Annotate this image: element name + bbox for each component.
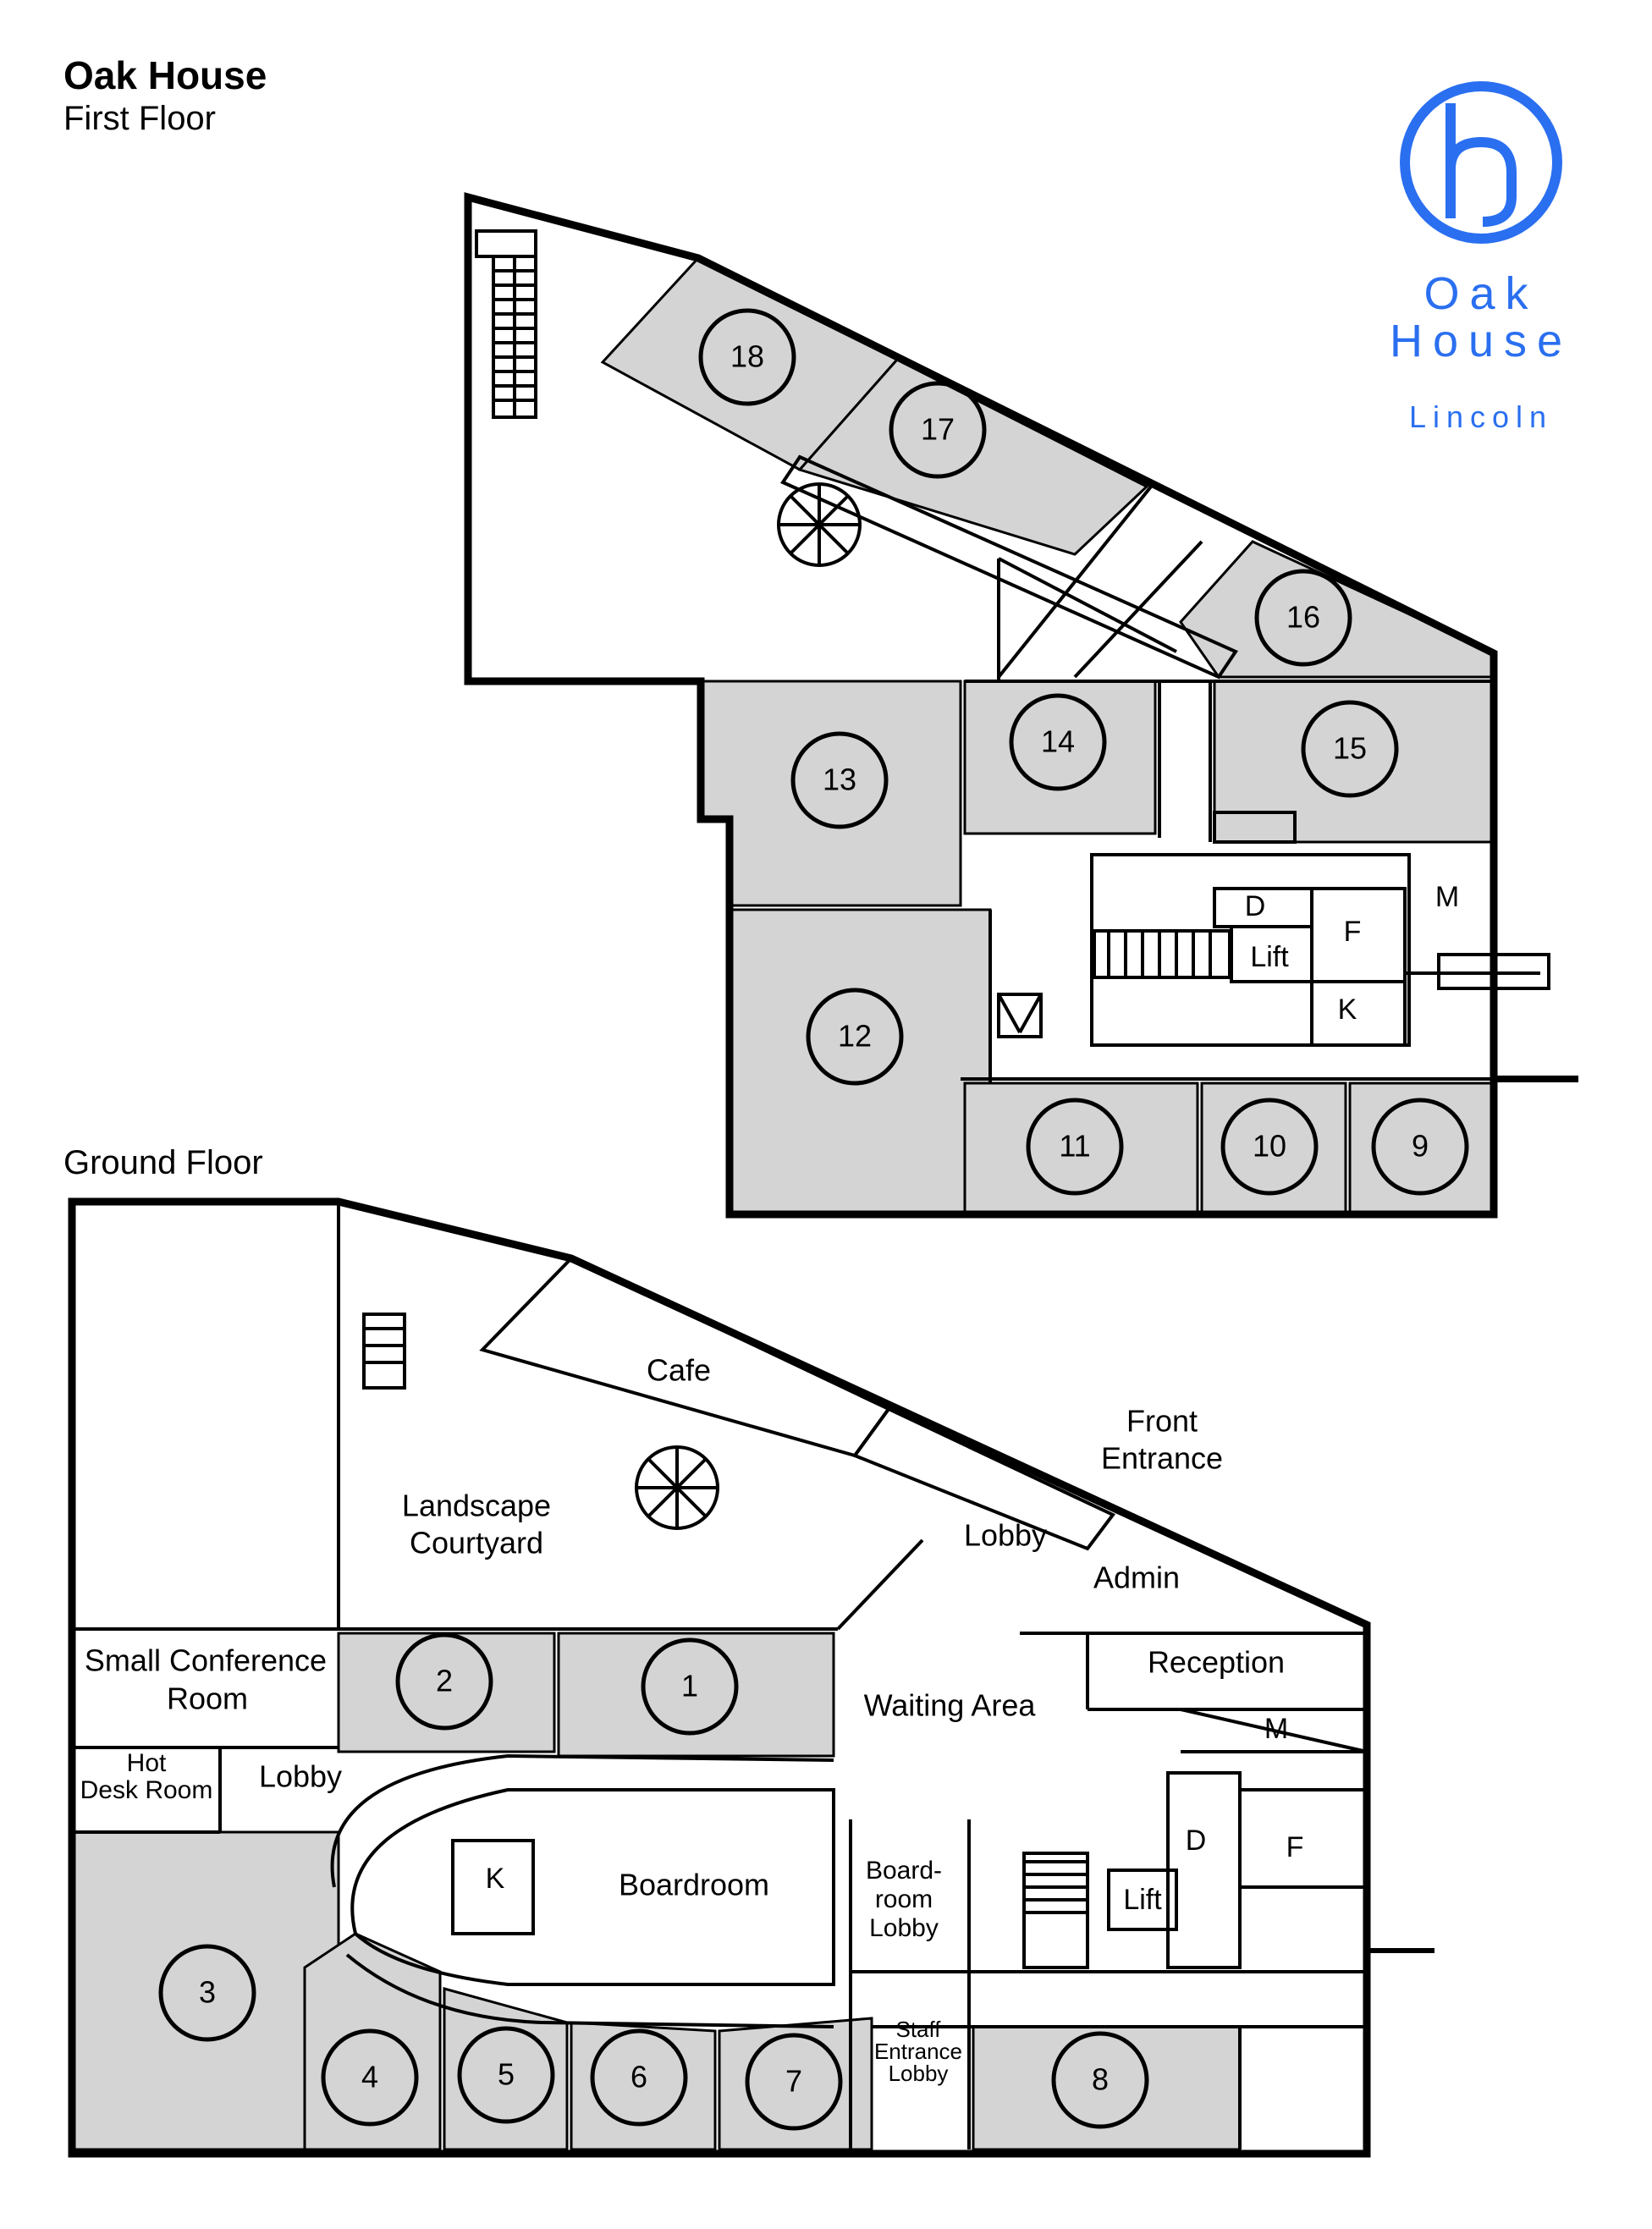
admin-label: Admin bbox=[1093, 1560, 1180, 1595]
lobby-top-label: Lobby bbox=[964, 1518, 1047, 1553]
room-18-label: 18 bbox=[730, 339, 764, 374]
ff-m-label: M bbox=[1435, 881, 1459, 913]
room-4-area bbox=[303, 1932, 442, 2151]
room-5-label: 5 bbox=[498, 2057, 515, 2092]
room-4-label: 4 bbox=[361, 2060, 378, 2094]
first-floor-heading: First Floor bbox=[63, 100, 216, 137]
hot-desk-label-1: Hot bbox=[127, 1749, 167, 1777]
front-entrance-label-1: Front bbox=[1126, 1404, 1198, 1439]
gf-m-label: M bbox=[1264, 1713, 1288, 1745]
room-7-label: 7 bbox=[785, 2064, 802, 2099]
staff-entrance-label-3: Lobby bbox=[889, 2061, 949, 2086]
cafe-label: Cafe bbox=[647, 1353, 711, 1388]
room-17-label: 17 bbox=[921, 412, 955, 447]
boardroom-lobby-label-3: Lobby bbox=[869, 1914, 939, 1942]
ff-lift-label: Lift bbox=[1250, 941, 1289, 973]
staff-entrance-label-1: Staff bbox=[895, 2017, 941, 2042]
small-conference-label-2: Room bbox=[167, 1681, 248, 1716]
room-2-label: 2 bbox=[436, 1664, 453, 1698]
boardroom-lobby-label-2: room bbox=[875, 1885, 933, 1913]
h-circle-logo-icon bbox=[1400, 81, 1562, 244]
hot-desk-label-2: Desk Room bbox=[80, 1776, 213, 1804]
gf-k-label: K bbox=[486, 1863, 505, 1895]
room-12-area bbox=[728, 908, 992, 1214]
room-1-label: 1 bbox=[681, 1669, 698, 1703]
room-2-area bbox=[337, 1632, 556, 1753]
staff-entrance-label-2: Entrance bbox=[874, 2039, 962, 2064]
gf-lift-label: Lift bbox=[1123, 1884, 1162, 1916]
room-9-label: 9 bbox=[1412, 1129, 1429, 1164]
gf-d-label: D bbox=[1186, 1824, 1207, 1857]
ff-k-label: K bbox=[1338, 993, 1357, 1026]
room-14-label: 14 bbox=[1041, 724, 1075, 759]
waiting-area-label: Waiting Area bbox=[864, 1688, 1037, 1723]
room-16-area bbox=[1179, 540, 1495, 679]
ground-floor-plan: 1 2 3 4 5 6 7 8 Cafe Front Entrance Land… bbox=[68, 1197, 1434, 2158]
boardroom-label: Boardroom bbox=[619, 1868, 769, 1902]
first-floor-plan: 18 17 16 15 14 13 12 11 10 9 D F M Lift … bbox=[464, 192, 1578, 1219]
small-conference-label-1: Small Conference bbox=[85, 1643, 327, 1678]
landscape-courtyard-label-2: Courtyard bbox=[410, 1526, 543, 1560]
lobby-left-label: Lobby bbox=[259, 1759, 342, 1794]
room-10-label: 10 bbox=[1253, 1129, 1286, 1164]
logo-text-lincoln: Lincoln bbox=[1408, 399, 1554, 434]
room-13-label: 13 bbox=[823, 762, 856, 797]
page-title: Oak House bbox=[63, 53, 267, 97]
ff-d-label: D bbox=[1245, 890, 1266, 922]
room-8-label: 8 bbox=[1092, 2062, 1109, 2097]
room-15-label: 15 bbox=[1333, 731, 1367, 766]
room-16-label: 16 bbox=[1286, 600, 1320, 635]
ff-f-label: F bbox=[1344, 916, 1362, 948]
reception-label: Reception bbox=[1148, 1645, 1285, 1680]
front-entrance-label-2: Entrance bbox=[1101, 1441, 1223, 1476]
logo-text-oak: Oak bbox=[1423, 268, 1539, 319]
first-floor-outer-wall bbox=[464, 192, 1498, 1219]
room-6-label: 6 bbox=[631, 2060, 647, 2094]
boardroom-lobby-label-1: Board- bbox=[866, 1857, 942, 1885]
room-12-label: 12 bbox=[838, 1019, 872, 1054]
room-1-area bbox=[557, 1632, 835, 1758]
room-3-label: 3 bbox=[199, 1975, 216, 2010]
landscape-courtyard-label-1: Landscape bbox=[402, 1489, 551, 1523]
logo-text-house: House bbox=[1389, 316, 1573, 366]
room-11-label: 11 bbox=[1059, 1129, 1090, 1164]
gf-f-label: F bbox=[1286, 1831, 1304, 1863]
ground-floor-heading: Ground Floor bbox=[63, 1144, 263, 1181]
